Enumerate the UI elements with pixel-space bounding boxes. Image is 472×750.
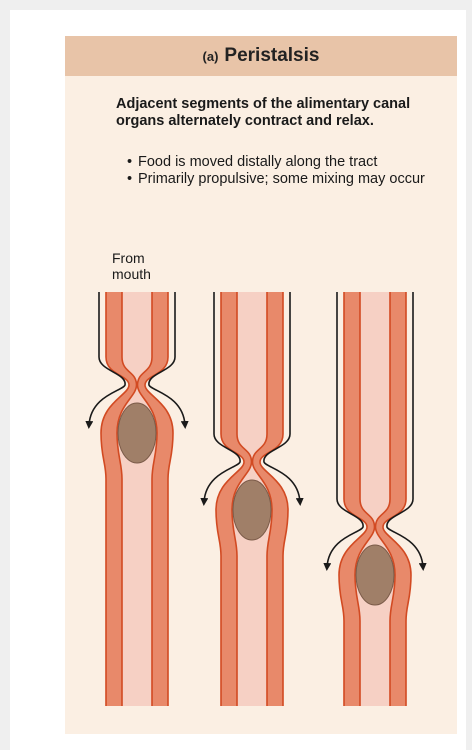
tube-inner-edge — [374, 292, 396, 706]
panel-label: (a) — [202, 48, 219, 64]
bullet-item: Food is moved distally along the tract — [127, 154, 427, 171]
movement-arrow — [386, 292, 427, 571]
tube-lumen — [355, 292, 395, 706]
movement-arrow — [200, 292, 241, 506]
panel-header: (a) Peristalsis — [65, 36, 457, 76]
movement-arrow — [323, 292, 364, 571]
bullet-item: Primarily propulsive; some mixing may oc… — [127, 171, 427, 188]
tube-inner-edge — [251, 292, 273, 706]
tube-inner-edge — [136, 292, 158, 706]
food-bolus — [232, 479, 272, 541]
food-bolus — [117, 402, 157, 464]
movement-arrow — [263, 292, 304, 506]
tube-inner-edge — [116, 292, 138, 706]
from-mouth-label: From mouth — [112, 250, 151, 282]
tube-lumen — [117, 292, 157, 706]
tube-inner-edge — [231, 292, 253, 706]
description-bullets: Food is moved distally along the tract P… — [127, 154, 427, 187]
tube-inner-edge — [354, 292, 376, 706]
panel-title: Peristalsis — [224, 45, 320, 66]
movement-arrow — [148, 292, 189, 429]
movement-arrow — [85, 292, 126, 429]
food-bolus — [355, 544, 395, 606]
description-lead: Adjacent segments of the alimentary cana… — [116, 96, 411, 129]
